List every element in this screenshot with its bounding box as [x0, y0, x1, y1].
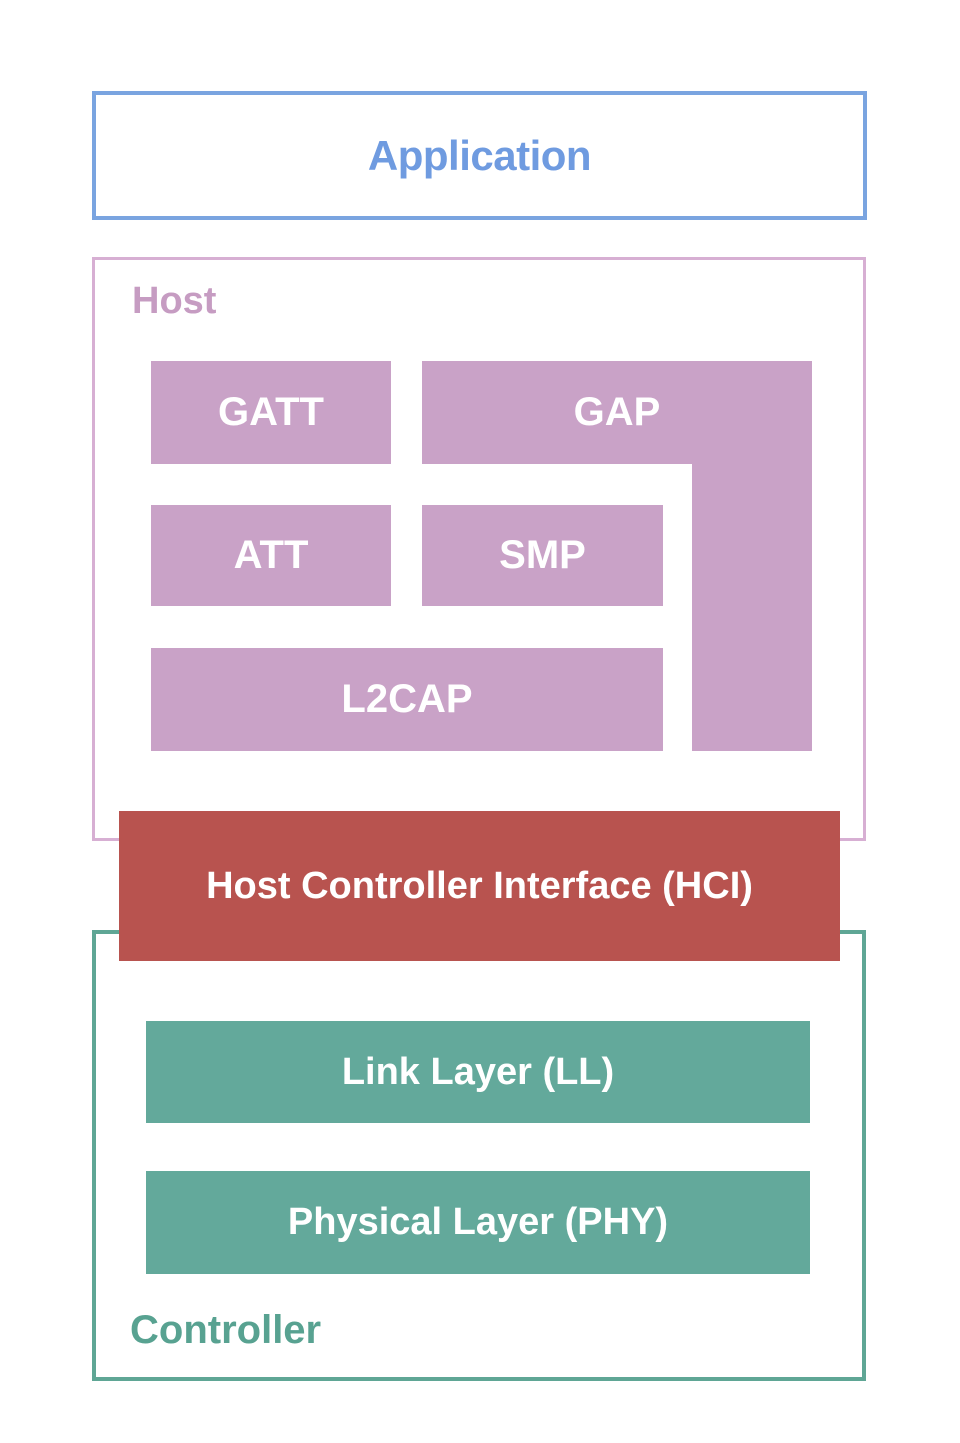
controller-label: Controller — [130, 1308, 322, 1352]
att-block: ATT — [151, 505, 391, 606]
l2cap-block: L2CAP — [151, 648, 663, 751]
controller-box: Controller — [92, 930, 866, 1381]
att-label: ATT — [233, 533, 309, 577]
smp-label: SMP — [499, 533, 586, 577]
application-label: Application — [367, 131, 592, 179]
host-label: Host — [132, 280, 217, 322]
physical-layer-label: Physical Layer (PHY) — [287, 1201, 669, 1243]
application-box: Application — [92, 91, 867, 220]
gap-label: GAP — [573, 390, 661, 434]
link-layer-label: Link Layer (LL) — [341, 1050, 615, 1093]
physical-layer-block: Physical Layer (PHY) — [146, 1171, 810, 1274]
gap-block-extension — [692, 361, 812, 751]
link-layer-block: Link Layer (LL) — [146, 1021, 810, 1123]
l2cap-label: L2CAP — [341, 677, 473, 721]
smp-block: SMP — [422, 505, 663, 606]
hci-block: Host Controller Interface (HCI) — [119, 811, 840, 961]
gatt-block: GATT — [151, 361, 391, 464]
gatt-label: GATT — [218, 390, 324, 434]
hci-label: Host Controller Interface (HCI) — [206, 864, 753, 907]
